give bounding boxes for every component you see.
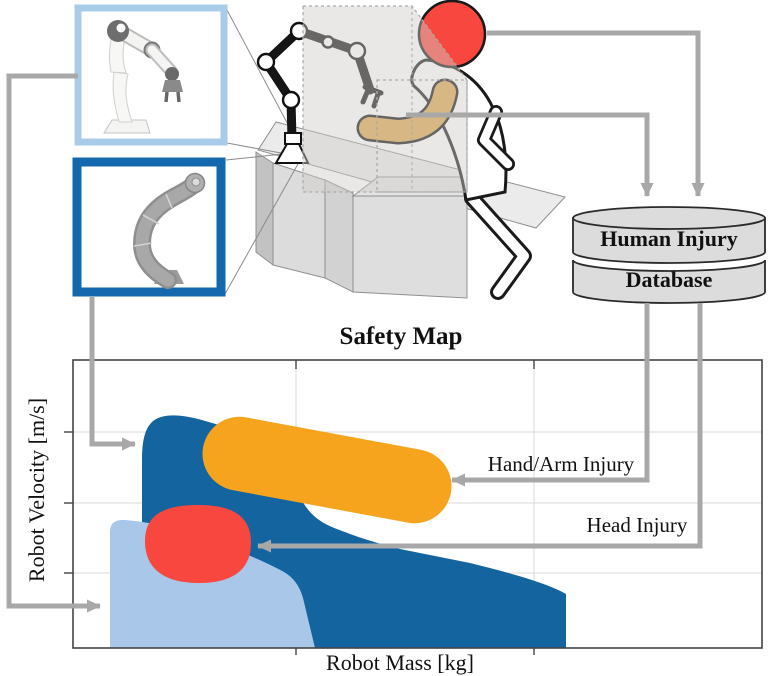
database-label-line1: Human Injury xyxy=(600,226,738,251)
panel-light-robot xyxy=(74,4,228,146)
arrow-light-robot-to-lightblue-region xyxy=(6,73,101,613)
flow-arrows xyxy=(6,30,705,613)
x-axis-label: Robot Mass [kg] xyxy=(326,650,474,675)
red-region xyxy=(145,505,251,583)
database-cylinder-icon xyxy=(572,206,766,304)
panel-light-frame xyxy=(74,4,228,146)
chart-ticks xyxy=(64,360,535,655)
robot-mount-cylinder xyxy=(284,132,302,145)
human-figure-icon xyxy=(356,0,532,300)
arrow-head-to-database xyxy=(487,30,705,197)
head-highlight xyxy=(417,0,487,69)
robot-mount-funnel xyxy=(274,143,310,164)
monitored-zone xyxy=(302,5,468,193)
arrow-arm-to-database xyxy=(406,112,654,197)
arm-highlight xyxy=(359,81,456,143)
arrow-dark-robot-to-darkblue-region xyxy=(89,297,136,451)
y-axis-label: Robot Velocity [m/s] xyxy=(24,398,49,582)
hand-arm-injury-label: Hand/Arm Injury xyxy=(488,452,635,476)
chart-border xyxy=(72,359,763,649)
gripper-icon xyxy=(360,84,384,109)
table-mid-face xyxy=(324,179,354,293)
gray-collaborative-robot-arm-icon xyxy=(132,172,206,289)
white-collaborative-robot-arm-icon xyxy=(103,20,183,134)
arrow-database-to-orange-region xyxy=(451,303,650,487)
safety-map-chart xyxy=(64,359,763,655)
pedestal-left-face xyxy=(255,151,274,267)
database-label-line2: Database xyxy=(626,267,713,292)
panel-dark-robot xyxy=(72,157,226,297)
figure-caption: Safety Map xyxy=(340,323,463,350)
head-injury-label: Head Injury xyxy=(587,513,688,537)
orange-region xyxy=(202,416,452,524)
arrow-database-to-red-region xyxy=(257,303,703,553)
front-box-face xyxy=(352,195,468,299)
